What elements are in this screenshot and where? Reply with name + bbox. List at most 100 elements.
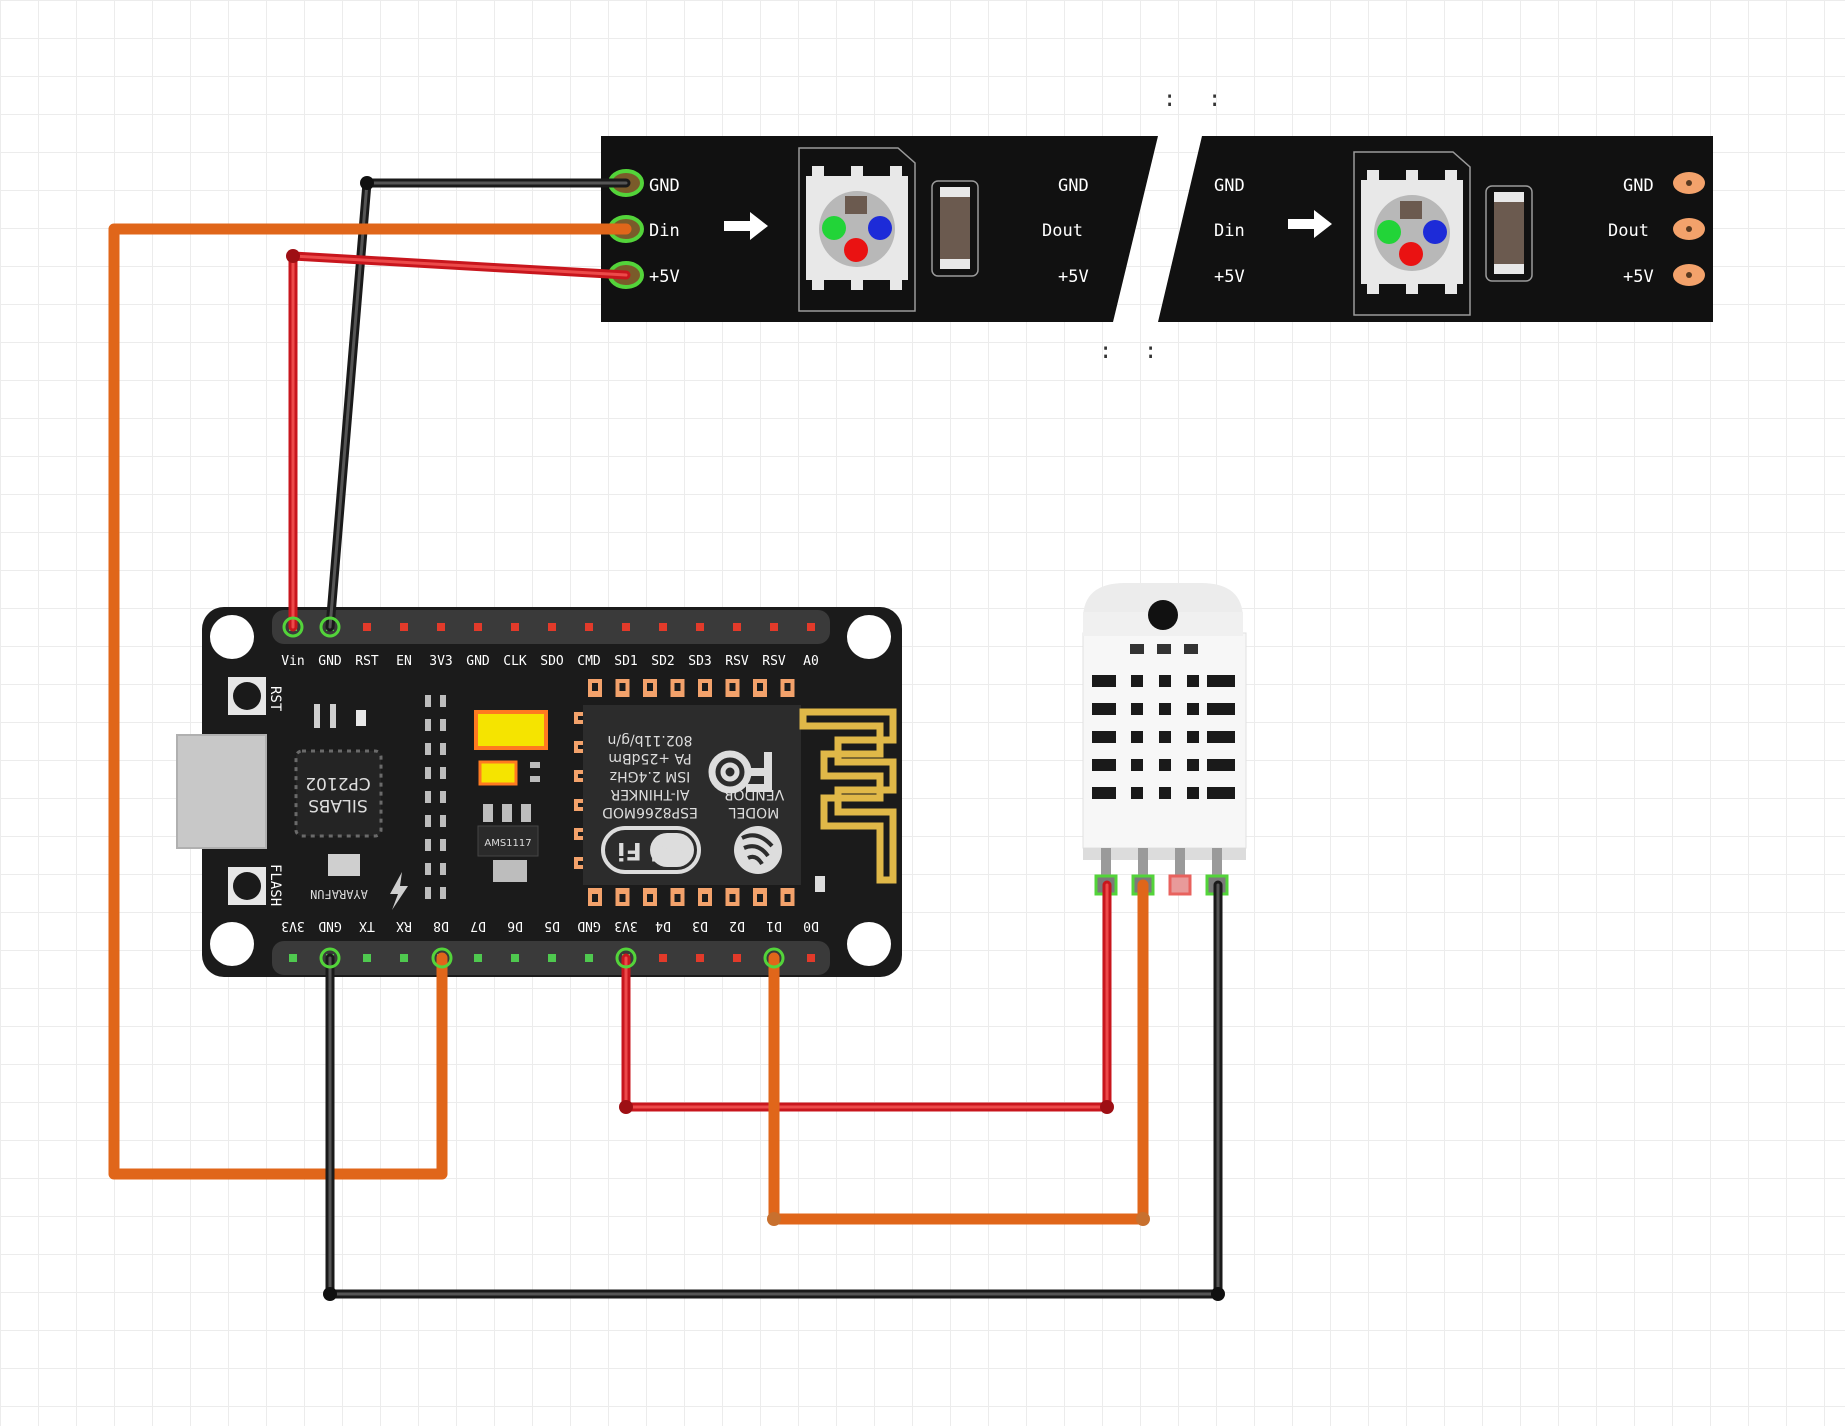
vent-slot — [1159, 759, 1171, 771]
module-text-ism: ISM 2.4GHz — [610, 768, 691, 784]
module-text-pa: PA +25dBm — [608, 750, 691, 766]
wire-strip-din-to-d8[interactable] — [108, 223, 632, 1180]
pin-gnd-bottom[interactable] — [585, 954, 593, 962]
green-led-dot — [822, 216, 846, 240]
strip1-out-5v-label: +5V — [1058, 267, 1089, 287]
module-text-model: MODEL — [729, 804, 780, 820]
pin-label-d0: D0 — [803, 918, 819, 933]
pin-rx-bottom[interactable] — [400, 954, 408, 962]
pin-label-rst: RST — [355, 654, 379, 669]
smd-capacitor-1 — [931, 180, 979, 277]
dht-pin-nc[interactable] — [1175, 848, 1185, 886]
pin-label-d3: D3 — [692, 918, 708, 933]
pin-label-gnd: GND — [318, 918, 342, 933]
pin-label-d1: D1 — [766, 918, 782, 933]
vent-slot — [1159, 703, 1171, 715]
strip1-out-gnd-label: GND — [1058, 176, 1089, 196]
strip1-in-din-label: Din — [649, 221, 680, 241]
vent-slot — [1187, 787, 1199, 799]
break-mark: : — [1144, 339, 1157, 364]
strip2-in-din-label: Din — [1214, 221, 1245, 241]
vent-slot — [1131, 759, 1143, 771]
pin-sd3-top[interactable] — [696, 623, 704, 631]
pin-a0-top[interactable] — [807, 623, 815, 631]
dht-pin-gnd[interactable] — [1212, 848, 1222, 886]
pin-label-cmd: CMD — [577, 654, 601, 669]
data-direction-arrow-icon — [724, 212, 768, 240]
pin-label-3v3: 3V3 — [281, 918, 304, 933]
pin-d6-bottom[interactable] — [511, 954, 519, 962]
pin-rsv-top[interactable] — [733, 623, 741, 631]
top-pins — [289, 623, 815, 631]
pin-sdo-top[interactable] — [548, 623, 556, 631]
pin-d5-bottom[interactable] — [548, 954, 556, 962]
dht-pin-vcc[interactable] — [1101, 848, 1111, 886]
module-text-vendor: VENDOR — [724, 786, 785, 802]
pin-label-d4: D4 — [655, 918, 671, 933]
vent-slot — [1092, 675, 1116, 687]
chip-label-cp2102: CP2102 — [305, 773, 370, 793]
blue-led-dot — [868, 216, 892, 240]
tantalum-capacitor — [474, 710, 548, 750]
vent-slot — [1187, 759, 1199, 771]
pin-3v3-top[interactable] — [437, 623, 445, 631]
pin-clk-top[interactable] — [511, 623, 519, 631]
pin-d7-bottom[interactable] — [474, 954, 482, 962]
red-led-dot — [844, 238, 868, 262]
lightning-logo-icon — [390, 872, 408, 910]
pin-label-d7: D7 — [470, 918, 486, 933]
pin-rst-top[interactable] — [363, 623, 371, 631]
strip2-out-gnd-label: GND — [1623, 176, 1654, 196]
pin-rsv-top[interactable] — [770, 623, 778, 631]
pin-label-3v3: 3V3 — [614, 918, 637, 933]
pin-sd1-top[interactable] — [622, 623, 630, 631]
bottom-pins — [289, 954, 815, 962]
led-strip: : : : : GND Din +5V — [601, 87, 1713, 364]
flash-label: FLASH — [267, 864, 283, 906]
wire-dht-data-to-d1[interactable] — [768, 879, 1149, 1225]
pin-sd2-top[interactable] — [659, 623, 667, 631]
espressif-logo-icon — [734, 826, 782, 874]
mounting-hole — [847, 615, 891, 659]
chip-label-silabs: SILABS — [308, 795, 367, 815]
pin-tx-bottom[interactable] — [363, 954, 371, 962]
rgb-led-2 — [1353, 151, 1471, 316]
pin-en-top[interactable] — [400, 623, 408, 631]
vent-slot — [1187, 731, 1199, 743]
pin-label-sd2: SD2 — [651, 654, 674, 669]
pin-label-clk: CLK — [503, 654, 527, 669]
wire-bend-points — [286, 176, 1225, 1301]
cp2102-chip: SILABS CP2102 — [294, 749, 383, 838]
vent-slot — [1207, 731, 1235, 743]
pin-d3-bottom[interactable] — [696, 954, 704, 962]
pin-label-sd1: SD1 — [614, 654, 637, 669]
module-text-aithinker: AI-THINKER — [610, 786, 689, 802]
dht-pin-data[interactable] — [1138, 848, 1148, 886]
pin-d2-bottom[interactable] — [733, 954, 741, 962]
wire-strip-gnd-to-gnd[interactable] — [325, 178, 631, 632]
pin-gnd-top[interactable] — [474, 623, 482, 631]
wire-highlight — [328, 181, 628, 629]
pin-label-tx: TX — [359, 918, 375, 933]
vent-slot — [1131, 675, 1143, 687]
pin-cmd-top[interactable] — [585, 623, 593, 631]
ams1117-regulator: AMS1117 — [477, 804, 539, 882]
pin-3v3-bottom[interactable] — [289, 954, 297, 962]
mounting-hole — [210, 615, 254, 659]
module-text-802: 802.11b/g/n — [607, 732, 692, 748]
esp8266-module: MODEL VENDOR ESP8266MOD AI-THINKER ISM 2… — [583, 680, 901, 910]
vent-slot — [1187, 703, 1199, 715]
micro-usb-port[interactable] — [176, 734, 267, 849]
pin-d0-bottom[interactable] — [807, 954, 815, 962]
vent-slot — [1092, 759, 1116, 771]
vent-slot — [1159, 731, 1171, 743]
pin-label-sdo: SDO — [540, 654, 564, 669]
pin-label-a0: A0 — [803, 654, 819, 669]
vent-slot — [1131, 731, 1143, 743]
pin-d4-bottom[interactable] — [659, 954, 667, 962]
pcb-antenna — [799, 708, 897, 884]
pin-label-sd3: SD3 — [688, 654, 711, 669]
